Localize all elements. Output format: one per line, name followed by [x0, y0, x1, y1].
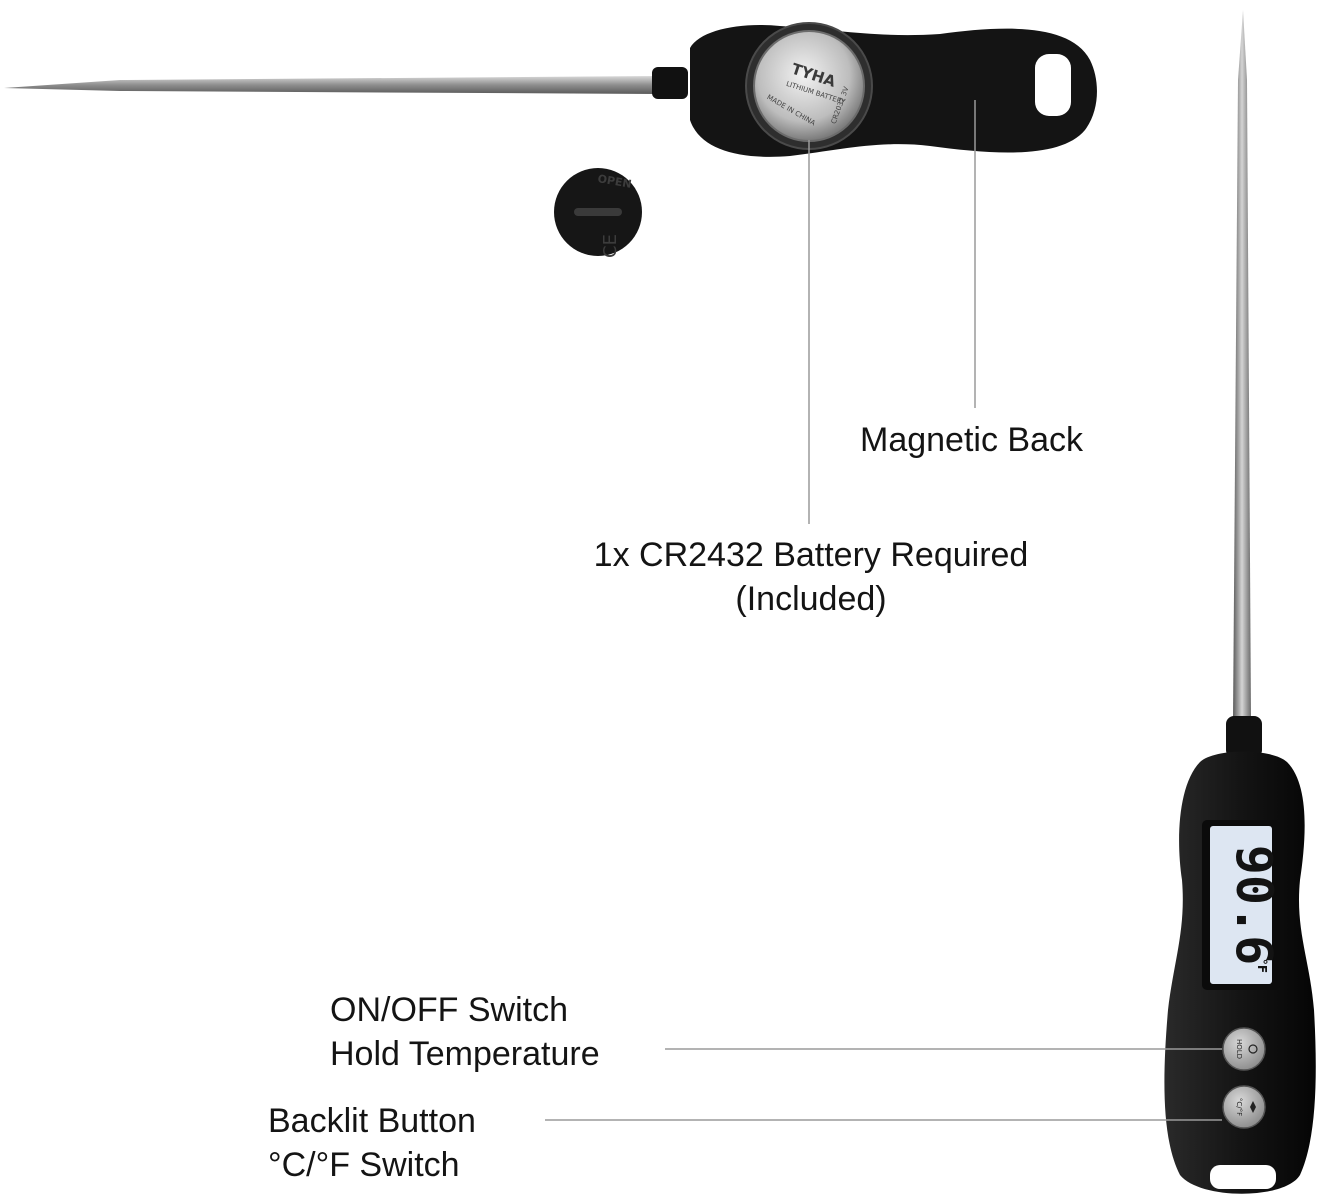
front-probe-collar: [1226, 716, 1262, 758]
top-probe: [4, 76, 660, 94]
front-hang-loop: [1210, 1165, 1276, 1189]
front-thermometer: 90.6 °F HOLD °C/°F: [1164, 10, 1316, 1194]
backlight-icon: [1250, 1101, 1256, 1113]
backlit-label: Backlit Button °C/°F Switch: [268, 1099, 476, 1187]
unit-button: [1222, 1085, 1266, 1129]
battery-label-line1: 1x CR2432 Battery Required: [593, 536, 1029, 574]
top-thermometer: TYHA LITHIUM BATTERY MADE IN CHINA CR203…: [4, 22, 1097, 157]
battery-label: 1x CR2432 Battery Required (Included): [564, 533, 1058, 621]
hold-button-label: HOLD: [1235, 1039, 1243, 1059]
backlit-label-line2: °C/°F Switch: [268, 1146, 460, 1184]
power-icon: [1248, 1044, 1258, 1054]
battery-cap-text: OPEN: [597, 172, 633, 191]
lcd-unit: °F: [1255, 959, 1269, 973]
lcd-screen: [1210, 826, 1272, 984]
battery-cap: OPEN CE: [554, 168, 642, 258]
unit-button-label: °C/°F: [1235, 1098, 1243, 1116]
lcd-reading: 90.6: [1225, 845, 1283, 965]
battery-cap-mark: CE: [600, 234, 621, 258]
magnetic-back-label: Magnetic Back: [860, 418, 1083, 462]
battery-coin: [754, 31, 864, 141]
front-probe: [1233, 10, 1251, 720]
hold-button: [1222, 1027, 1266, 1071]
top-hang-loop: [1035, 54, 1071, 116]
onoff-label-line1: ON/OFF Switch: [330, 991, 569, 1029]
battery-label-line2: (Included): [735, 580, 887, 618]
magnetic-back-text: Magnetic Back: [860, 421, 1083, 459]
onoff-label-line2: Hold Temperature: [330, 1035, 600, 1073]
onoff-label: ON/OFF Switch Hold Temperature: [330, 988, 600, 1076]
backlit-label-line1: Backlit Button: [268, 1102, 476, 1140]
top-probe-collar: [652, 67, 688, 99]
leader-lines: [545, 100, 1222, 1121]
